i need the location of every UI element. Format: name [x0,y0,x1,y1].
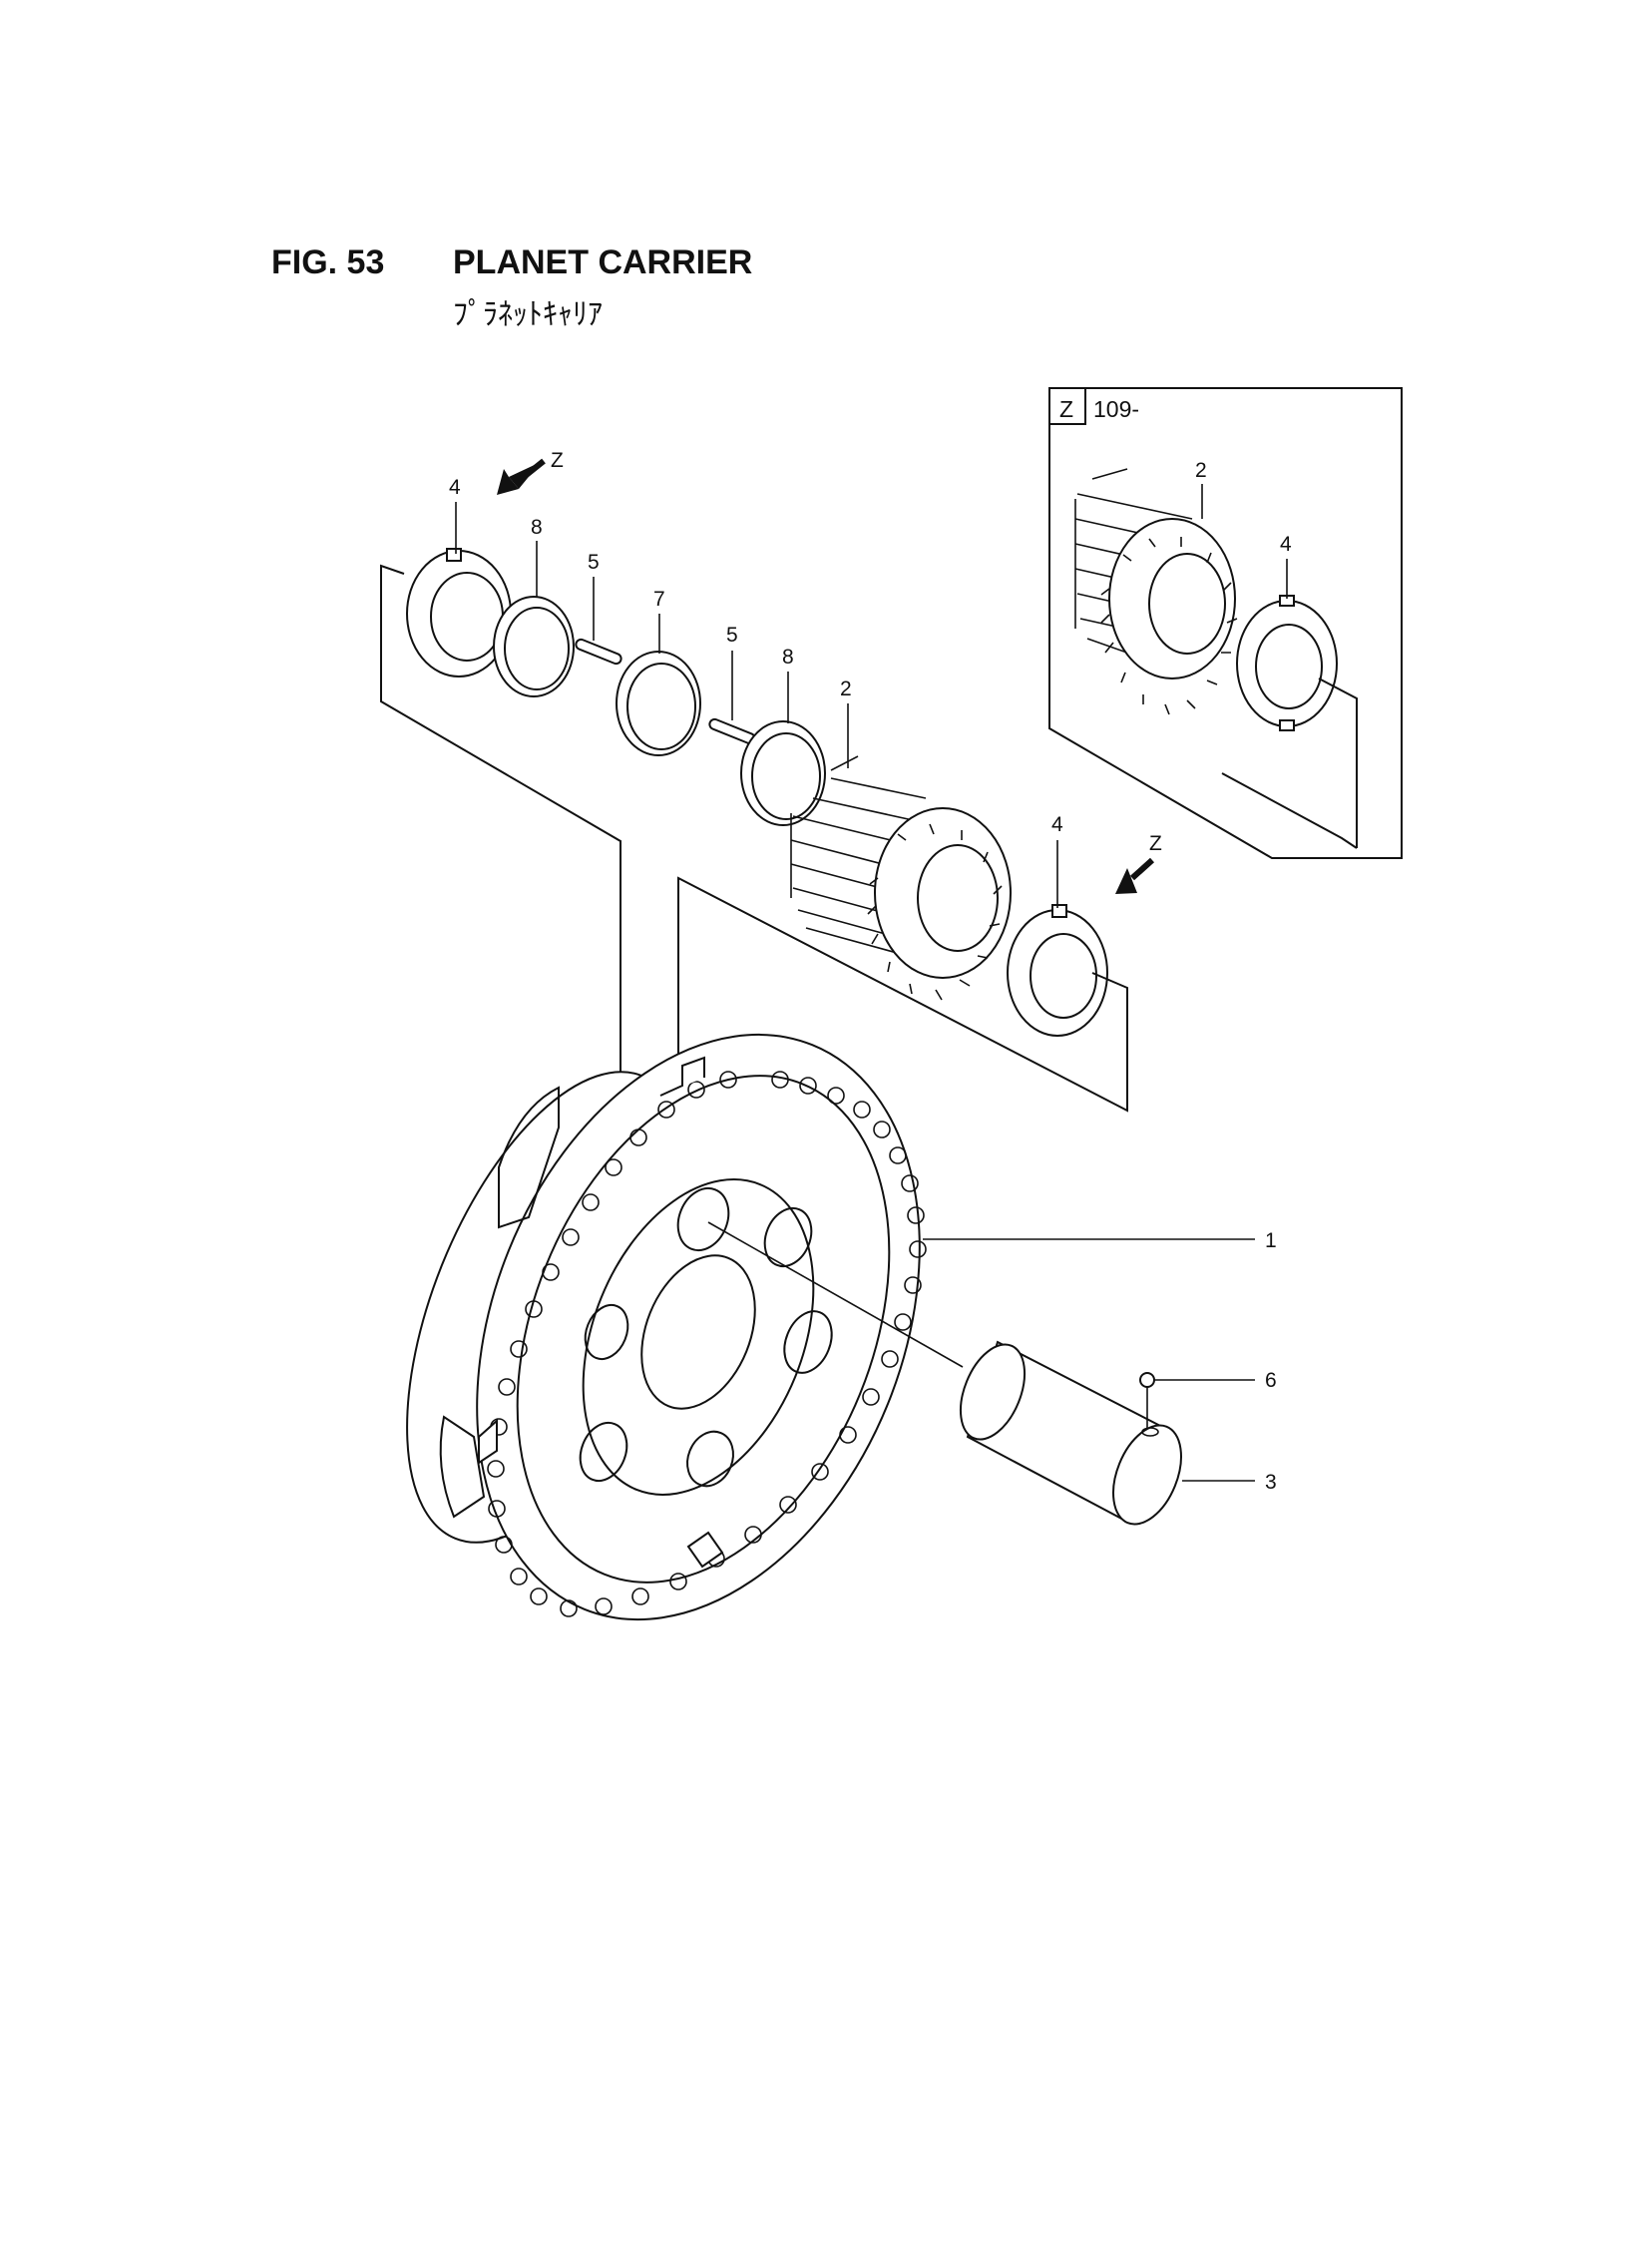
flange-holes [487,1071,927,1617]
view-arrow-z-right-label: Z [1149,832,1162,855]
inset-gear-callout: 2 [1195,459,1207,482]
view-arrow-z-right [1115,857,1155,894]
inset-view-letter-box [1048,387,1086,425]
ring-right [740,720,826,826]
figure-subtitle-japanese: ﾌﾟﾗﾈｯﾄｷｬﾘｱ [453,298,603,331]
planet-shaft [707,1221,1182,1526]
inset-washer [1236,595,1338,731]
figure-number: FIG. 53 [271,243,385,281]
callout-pin-middle: 5 [726,624,738,647]
inset-washer-callout: 4 [1280,533,1292,556]
planet-gear [790,755,1012,1001]
figure-title: PLANET CARRIER [453,243,753,281]
callout-shaft: 3 [1265,1471,1277,1494]
inset-view-z: Z 109- 2 [1048,387,1403,859]
callout-ball: 6 [1265,1369,1277,1392]
callout-washer-left: 4 [449,476,461,499]
pin-middle [708,717,756,745]
inset-serial: 109- [1093,396,1139,422]
callout-ring-right: 8 [782,646,794,669]
view-arrow-z-left [497,458,546,495]
inset-view-letter: Z [1059,396,1073,422]
pin-left [575,638,622,666]
inset-gear [1074,468,1238,715]
callout-carrier: 1 [1265,1229,1277,1252]
callout-ring-middle: 7 [653,588,665,611]
assembly-lines [380,564,1128,1113]
ring-left [493,596,575,697]
planet-carrier [406,1033,927,1621]
thrust-washer-right [1007,904,1108,1037]
view-arrow-z-left-label: Z [551,449,564,472]
ring-middle [616,651,701,756]
steel-ball [1139,1372,1155,1429]
callout-washer-right: 4 [1051,813,1063,836]
callout-pin-left: 5 [588,551,600,574]
callout-planet-gear: 2 [840,678,852,700]
callout-ring-left: 8 [531,516,543,539]
carrier-pin-bores [579,1186,833,1488]
